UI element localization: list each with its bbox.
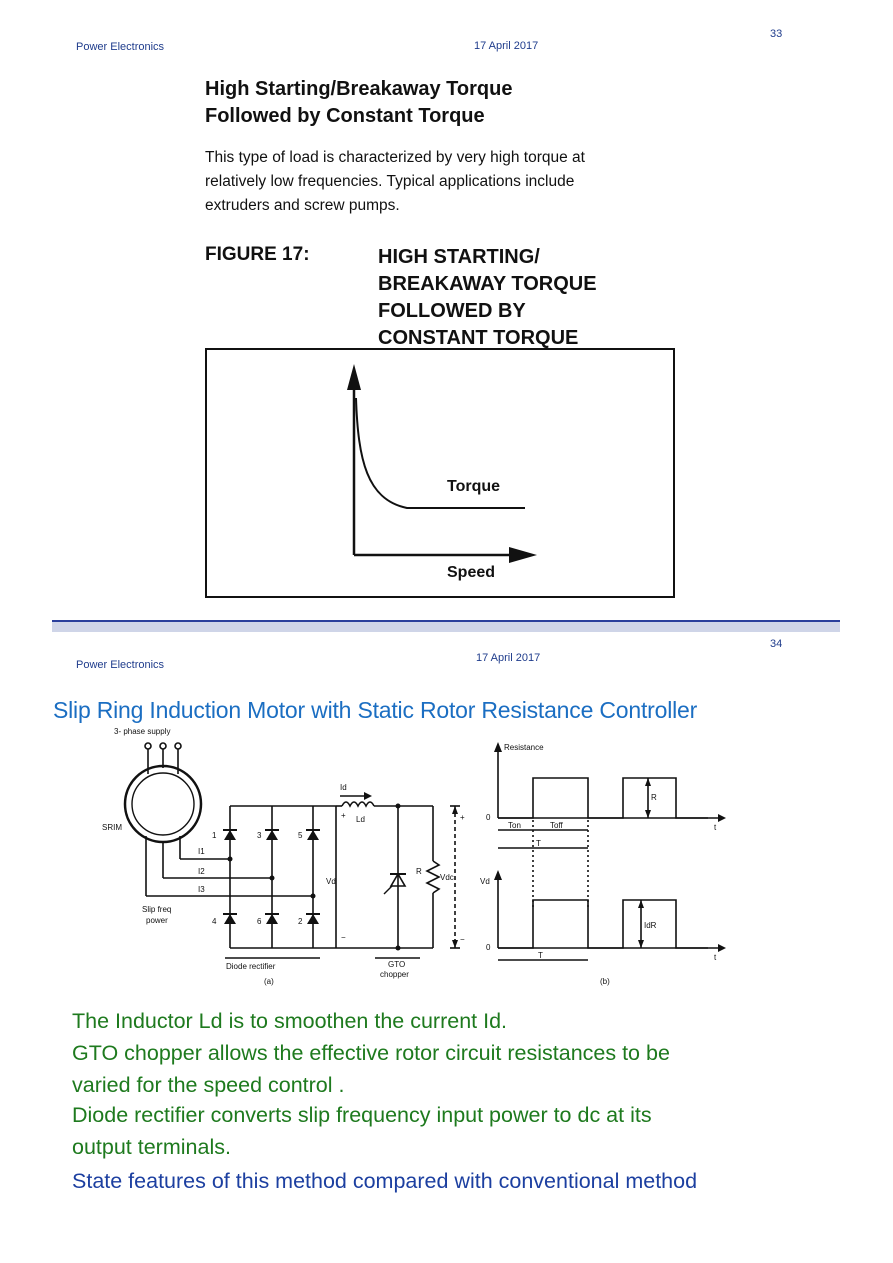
page-number: 33: [770, 28, 783, 40]
torque-label: Torque: [447, 478, 500, 495]
page-number: 34: [770, 638, 783, 650]
period-label: T: [538, 951, 543, 960]
resistance-axis-label: Resistance: [504, 743, 544, 752]
toff-label: Toff: [550, 821, 564, 830]
rectifier-note-line: Diode rectifier converts slip frequency …: [72, 1103, 652, 1127]
chopper-note-line: GTO chopper allows the effective rotor c…: [72, 1041, 670, 1065]
header-course: Power Electronics: [76, 659, 165, 671]
diode-number: 1: [212, 831, 217, 840]
inductor-note: The Inductor Ld is to smoothen the curre…: [72, 1009, 508, 1033]
torque-speed-graph: Torque Speed: [347, 364, 537, 581]
minus-sign: −: [460, 935, 465, 944]
chopper-note: GTO chopper allows the effective rotor c…: [72, 1037, 800, 1101]
t-axis-label: t: [714, 823, 717, 832]
period-label: T: [536, 839, 541, 848]
chopper-note-line: varied for the speed control .: [72, 1073, 345, 1097]
srim-label: SRIM: [102, 823, 122, 832]
slide-title: Slip Ring Induction Motor with Static Ro…: [53, 697, 698, 723]
plus-sign: +: [460, 813, 465, 822]
figure-label: FIGURE 17:: [205, 244, 310, 265]
x-axis-arrow: [509, 547, 537, 563]
y-axis-arrow: [347, 364, 361, 390]
ton-label: Ton: [508, 821, 521, 830]
part-a-label: (a): [264, 977, 274, 986]
description-line: This type of load is characterized by ve…: [205, 149, 585, 166]
diode-number: 4: [212, 917, 217, 926]
figure-caption-line: CONSTANT TORQUE: [378, 327, 579, 349]
zero-label: 0: [486, 813, 491, 822]
idr-label: IdR: [644, 921, 657, 930]
id-label: Id: [340, 783, 347, 792]
question-prompt: State features of this method compared w…: [72, 1169, 698, 1193]
r-level-label: R: [651, 793, 657, 802]
vd-label: Vd: [326, 877, 336, 886]
header-date: 17 April 2017: [474, 40, 539, 52]
section-title: High Starting/Breakaway Torque Followed …: [205, 76, 645, 130]
torque-curve: [355, 397, 525, 509]
ld-label: Ld: [356, 815, 365, 824]
diode-number: 3: [257, 831, 262, 840]
slide-divider: [52, 620, 840, 632]
rotor-resistance-circuit: 3- phase supply SRIM Slip freq power 1 3…: [102, 727, 465, 986]
current-label: I1: [198, 847, 205, 856]
srim-motor: [123, 764, 203, 844]
t-axis-label: t: [714, 953, 717, 962]
figure-caption-line: FOLLOWED BY: [378, 300, 526, 322]
figure-caption-line: BREAKAWAY TORQUE: [378, 273, 597, 295]
figure-caption-line: HIGH STARTING/: [378, 246, 540, 268]
figure-caption: HIGH STARTING/ BREAKAWAY TORQUE FOLLOWED…: [378, 244, 678, 352]
vd-axis-label: Vd: [480, 877, 490, 886]
plus-sign: +: [341, 811, 346, 820]
section-title-line: Followed by Constant Torque: [205, 105, 485, 127]
supply-label: 3- phase supply: [114, 727, 170, 736]
vdc-label: Vdc: [440, 873, 454, 882]
header-course: Power Electronics: [76, 41, 165, 53]
resistance-waveforms: Resistance R 0 t Ton Toff T Vd IdR 0 t T…: [480, 742, 726, 986]
header-date: 17 April 2017: [476, 652, 541, 664]
zero-label: 0: [486, 943, 491, 952]
section-description: This type of load is characterized by ve…: [205, 146, 685, 218]
diode-number: 5: [298, 831, 303, 840]
torque-speed-figure: Torque Speed: [205, 348, 675, 598]
minus-sign: −: [341, 933, 346, 942]
section-title-line: High Starting/Breakaway Torque: [205, 78, 513, 100]
current-label: I3: [198, 885, 205, 894]
speed-label: Speed: [447, 564, 495, 581]
chopper-label: GTO: [388, 960, 405, 969]
diode-number: 2: [298, 917, 303, 926]
rectifier-label: Diode rectifier: [226, 962, 276, 971]
part-b-label: (b): [600, 977, 610, 986]
diode-number: 6: [257, 917, 262, 926]
description-line: relatively low frequencies. Typical appl…: [205, 173, 575, 190]
description-line: extruders and screw pumps.: [205, 197, 400, 214]
rectifier-note: Diode rectifier converts slip frequency …: [72, 1099, 800, 1163]
chopper-label: chopper: [380, 970, 409, 979]
rectifier-note-line: output terminals.: [72, 1135, 231, 1159]
r-label: R: [416, 867, 422, 876]
slip-label: Slip freq: [142, 905, 171, 914]
current-label: I2: [198, 867, 205, 876]
slip-label: power: [146, 916, 168, 925]
